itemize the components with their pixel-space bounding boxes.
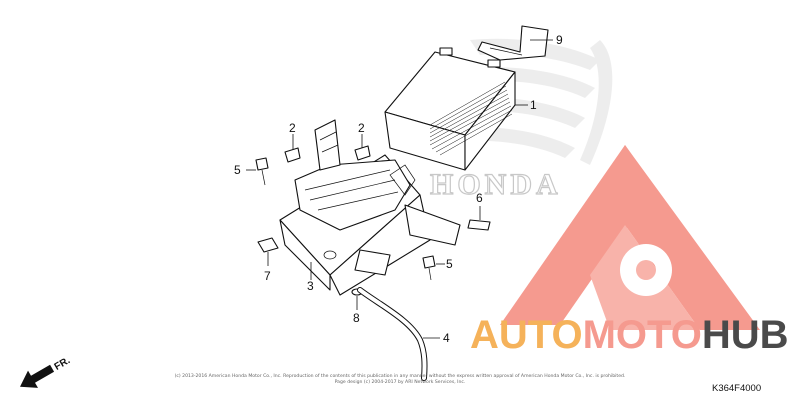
label-part-4: 4 — [443, 331, 450, 345]
terminal-cap-left — [284, 147, 301, 163]
label-part-2a: 2 — [289, 121, 296, 135]
bolt-right — [422, 255, 436, 281]
copyright-line-2: Page design (c) 2004-2017 by ARI Network… — [335, 379, 466, 385]
terminal-cap-right — [354, 145, 371, 161]
label-part-9: 9 — [556, 33, 563, 47]
diagram-code: K364F4000 — [712, 383, 761, 394]
battery-box-part — [279, 119, 461, 296]
copyright-line-1: (c) 2013-2016 American Honda Motor Co., … — [175, 373, 626, 379]
bolt-left — [255, 157, 269, 186]
label-part-7: 7 — [264, 269, 271, 283]
label-part-5b: 5 — [446, 257, 453, 271]
breather-tube-part — [357, 287, 428, 381]
label-part-8: 8 — [353, 311, 360, 325]
label-part-5a: 5 — [234, 163, 241, 177]
label-part-2b: 2 — [358, 121, 365, 135]
honda-background-text: HONDA — [430, 168, 562, 201]
label-part-3: 3 — [307, 279, 314, 293]
clip-part-7 — [257, 237, 279, 253]
front-direction-arrow: FR. — [20, 355, 73, 388]
battery-side-hatching — [429, 81, 513, 156]
watermark-hub: HUB — [702, 313, 789, 357]
watermark-moto: MOTO — [583, 313, 702, 357]
watermark-wordmark: AUTOMOTOHUB — [470, 313, 789, 357]
label-part-1: 1 — [530, 98, 537, 112]
leader-lines — [246, 39, 553, 339]
battery-band-part — [477, 25, 549, 61]
watermark-auto: AUTO — [470, 313, 583, 357]
label-part-6: 6 — [476, 191, 483, 205]
battery-part — [384, 47, 516, 171]
automotohub-logo-mark — [500, 145, 760, 330]
nut-part-6 — [467, 219, 491, 231]
part-labels: 1 2 2 3 4 5 5 6 7 8 9 — [234, 33, 563, 345]
front-arrow-label: FR. — [53, 355, 73, 373]
